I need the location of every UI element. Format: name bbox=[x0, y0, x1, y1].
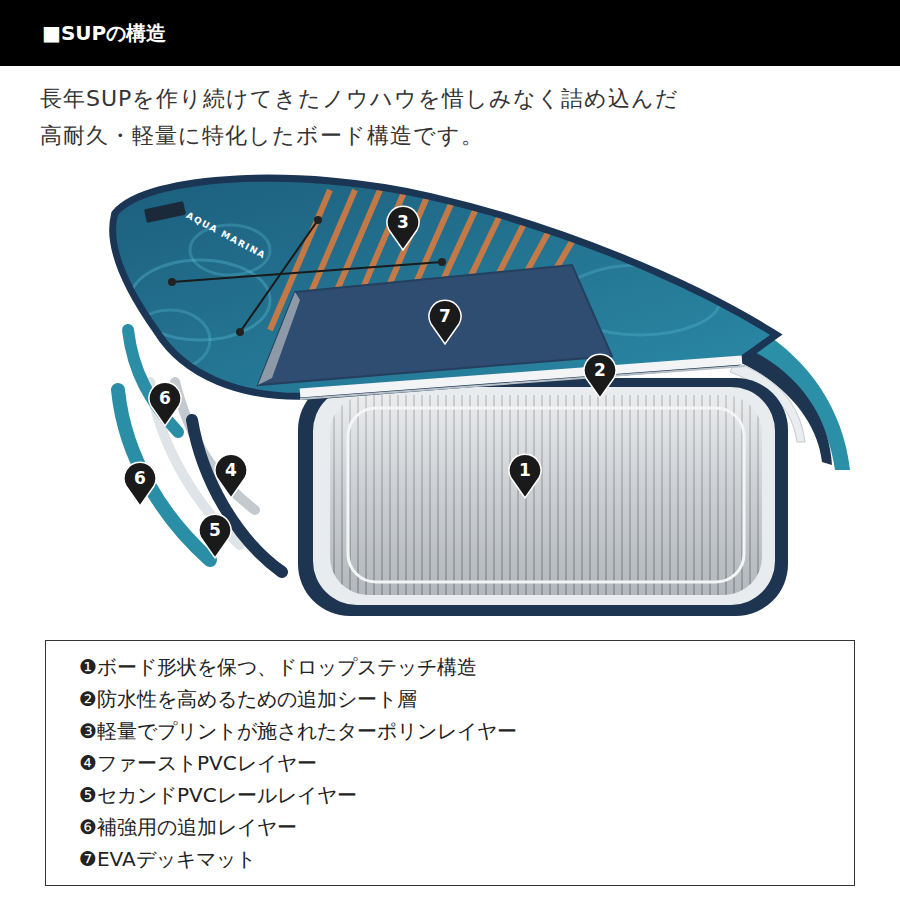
legend-line: ❼EVAデッキマット bbox=[79, 843, 834, 875]
legend-line: ❸軽量でプリントが施されたターポリンレイヤー bbox=[79, 715, 834, 747]
peel-layer bbox=[192, 420, 282, 572]
callout-number: 1 bbox=[509, 458, 541, 482]
hull-rail bbox=[298, 378, 788, 616]
legend-line: ❻補強用の追加レイヤー bbox=[79, 811, 834, 843]
drop-stitch-core bbox=[330, 395, 762, 595]
legend-line: ❹ファーストPVCレイヤー bbox=[79, 747, 834, 779]
callout-pins bbox=[124, 206, 616, 558]
legend-line: ❶ボード形状を保つ、ドロップステッチ構造 bbox=[79, 651, 834, 683]
handle-plate bbox=[144, 201, 186, 223]
callout-pin bbox=[149, 382, 181, 426]
callout-pin bbox=[215, 454, 247, 498]
intro-text: 高耐久・軽量に特化したボード構造です。 bbox=[40, 121, 484, 151]
callout-number: 4 bbox=[215, 458, 247, 482]
header-bar: ■SUPの構造 bbox=[0, 0, 900, 66]
callout-pin bbox=[509, 454, 541, 498]
callout-pin bbox=[387, 206, 419, 250]
deck-pad bbox=[258, 265, 612, 385]
callout-number: 5 bbox=[199, 518, 231, 542]
sheet-layer bbox=[313, 387, 775, 605]
core-edge bbox=[348, 408, 744, 582]
core-shade bbox=[330, 395, 762, 595]
legend-line: ❷防水性を高めるための追加シート層 bbox=[79, 683, 834, 715]
callout-number: 2 bbox=[584, 358, 616, 382]
print-swirl bbox=[130, 310, 210, 370]
legend-line: ❺セカンドPVCレールレイヤー bbox=[79, 779, 834, 811]
page-title: ■SUPの構造 bbox=[0, 0, 900, 66]
intro-text: 長年SUPを作り続けてきたノウハウを惜しみなく詰め込んだ bbox=[40, 84, 679, 114]
callout-pin bbox=[124, 462, 156, 506]
callout-number: 7 bbox=[429, 304, 461, 328]
deck-rail bbox=[116, 182, 770, 393]
callout-pin bbox=[429, 300, 461, 344]
callout-pin bbox=[199, 514, 231, 558]
callout-pin bbox=[584, 354, 616, 398]
deck-surface bbox=[116, 182, 770, 393]
pad-bevel bbox=[258, 292, 300, 385]
callout-number: 3 bbox=[387, 210, 419, 234]
callout-number: 6 bbox=[124, 466, 156, 490]
callout-number: 6 bbox=[149, 386, 181, 410]
legend-box: ❶ボード形状を保つ、ドロップステッチ構造❷防水性を高めるための追加シート層❸軽量… bbox=[45, 640, 855, 886]
